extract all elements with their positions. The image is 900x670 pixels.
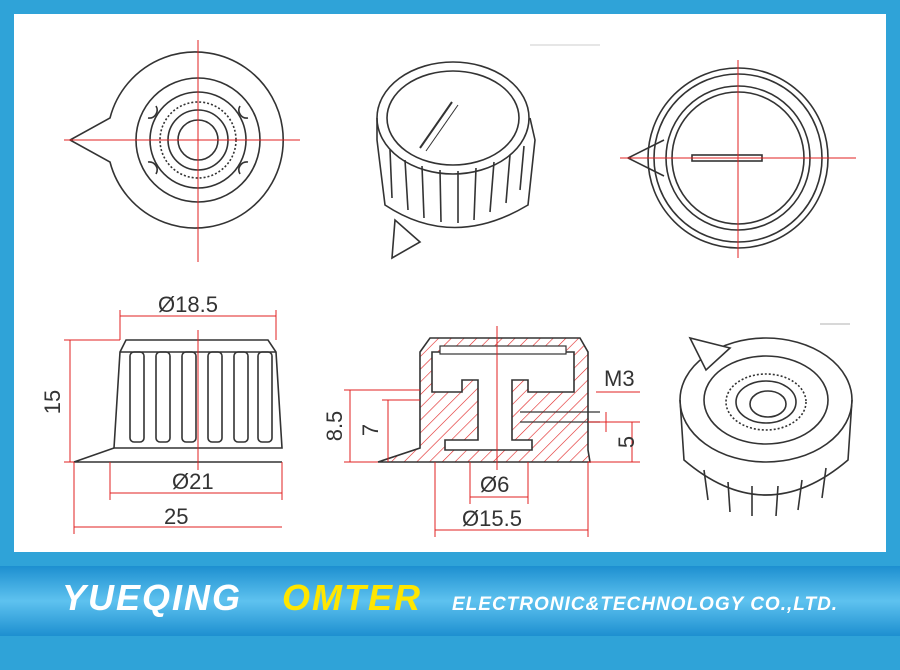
brand-band (0, 566, 900, 636)
company-tagline: ELECTRONIC&TECHNOLOGY CO.,LTD. (452, 594, 839, 615)
dim-height: 15 (40, 390, 65, 414)
front-view (64, 310, 283, 534)
bottom-view (64, 40, 300, 262)
dim-total-width: 25 (164, 504, 188, 529)
dim-height-inner: 7 (358, 424, 383, 436)
top-view (620, 60, 856, 258)
dim-screw: M3 (604, 366, 635, 391)
underside-view (679, 323, 853, 517)
dim-shaft-diameter: Ø6 (480, 472, 509, 497)
dim-screw-offset: 5 (614, 436, 639, 448)
dim-skirt-diameter: Ø15.5 (462, 506, 522, 531)
dim-top-diameter: Ø18.5 (158, 292, 218, 317)
dim-base-diameter: Ø21 (172, 469, 214, 494)
isometric-view (376, 44, 600, 260)
section-view (344, 326, 640, 537)
company-name: YUEQING (62, 577, 243, 618)
dim-height-outer: 8.5 (322, 411, 347, 442)
brand-name: OMTER (282, 577, 422, 618)
